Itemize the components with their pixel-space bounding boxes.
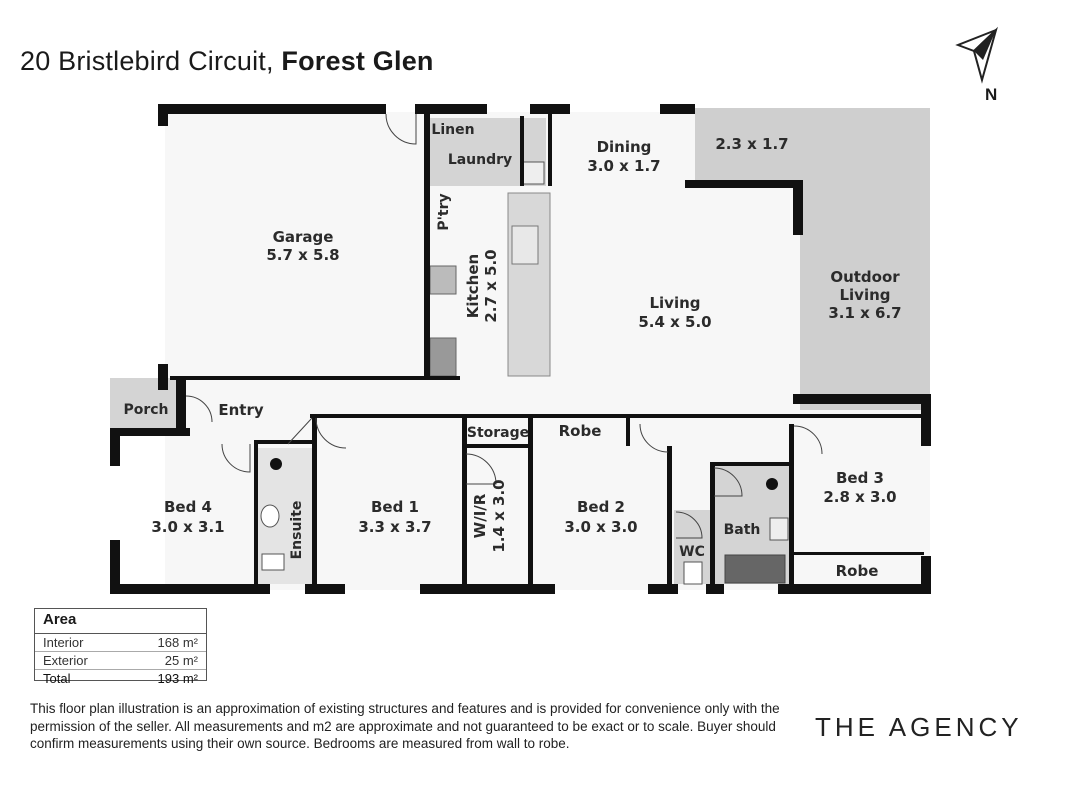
property-address: 20 Bristlebird Circuit, Forest Glen — [20, 46, 434, 77]
shower-icon — [270, 458, 282, 470]
living-label: Living — [649, 294, 700, 312]
bed2-size: 3.0 x 3.0 — [564, 518, 637, 536]
bathtub-icon — [724, 554, 786, 584]
area-table: Area Interior 168 m² Exterior 25 m² Tota… — [34, 608, 207, 686]
fridge-icon — [429, 337, 457, 377]
north-compass-icon — [955, 26, 998, 84]
cooktop-icon — [429, 265, 457, 295]
ensuite-toilet-icon — [261, 553, 285, 571]
area-row-interior: Interior 168 m² — [35, 634, 206, 652]
outdoor-living-size: 3.1 x 6.7 — [828, 304, 901, 322]
ensuite-label: Ensuite — [289, 501, 305, 560]
bed2-label: Bed 2 — [577, 498, 625, 516]
kitchen-island-icon — [507, 192, 551, 377]
area-label: Exterior — [43, 653, 88, 668]
area-value: 193 m² — [157, 671, 198, 686]
alfresco-size: 2.3 x 1.7 — [715, 135, 788, 153]
dining-label: Dining — [597, 138, 652, 156]
bath-shower-icon — [766, 478, 778, 490]
basin-icon — [260, 504, 280, 528]
wir-size: 1.4 x 3.0 — [490, 479, 508, 552]
bed4-size: 3.0 x 3.1 — [151, 518, 224, 536]
compass-label: N — [985, 85, 998, 104]
sink-icon — [511, 225, 539, 265]
disclaimer-text: This floor plan illustration is an appro… — [30, 701, 780, 751]
laundry-trough-icon — [521, 161, 545, 185]
area-label: Total — [43, 671, 71, 686]
bed1-label: Bed 1 — [371, 498, 419, 516]
pantry-label: P'try — [436, 193, 452, 230]
area-heading: Area — [35, 609, 206, 634]
bed3-size: 2.8 x 3.0 — [823, 488, 896, 506]
living-size: 5.4 x 5.0 — [638, 313, 711, 331]
door-swings — [185, 113, 823, 539]
dining-size: 3.0 x 1.7 — [587, 157, 660, 175]
linen-label: Linen — [431, 122, 474, 138]
garage-label: Garage — [273, 228, 334, 246]
storage-label: Storage — [467, 425, 529, 441]
toilet-icon — [683, 561, 703, 585]
bed4-label: Bed 4 — [164, 498, 212, 516]
area-row-exterior: Exterior 25 m² — [35, 652, 206, 670]
address-street: 20 Bristlebird Circuit, — [20, 46, 282, 76]
outdoor-living-fill — [800, 108, 930, 410]
laundry-label: Laundry — [448, 152, 512, 168]
outdoor-living-label-2: Living — [839, 286, 890, 304]
area-row-total: Total 193 m² — [35, 670, 206, 687]
area-label: Interior — [43, 635, 84, 650]
kitchen-label: Kitchen — [464, 254, 482, 318]
bed1-size: 3.3 x 3.7 — [358, 518, 431, 536]
bed3-label: Bed 3 — [836, 469, 884, 487]
robe-label: Robe — [559, 422, 602, 440]
area-value: 168 m² — [157, 635, 198, 650]
address-suburb: Forest Glen — [281, 46, 434, 76]
kitchen-size: 2.7 x 5.0 — [482, 249, 500, 322]
agency-logo: THE AGENCY — [815, 712, 1023, 742]
vanity-icon — [769, 517, 789, 541]
walls — [110, 104, 931, 594]
garage-size: 5.7 x 5.8 — [266, 246, 339, 264]
porch-label: Porch — [123, 402, 168, 418]
entry-label: Entry — [218, 401, 263, 419]
area-value: 25 m² — [164, 653, 198, 668]
robe-bed3-label: Robe — [836, 562, 879, 580]
wc-label: WC — [679, 544, 705, 560]
bath-label: Bath — [724, 522, 761, 538]
wir-label: W/I/R — [471, 493, 489, 538]
outdoor-living-label: Outdoor — [830, 268, 900, 286]
